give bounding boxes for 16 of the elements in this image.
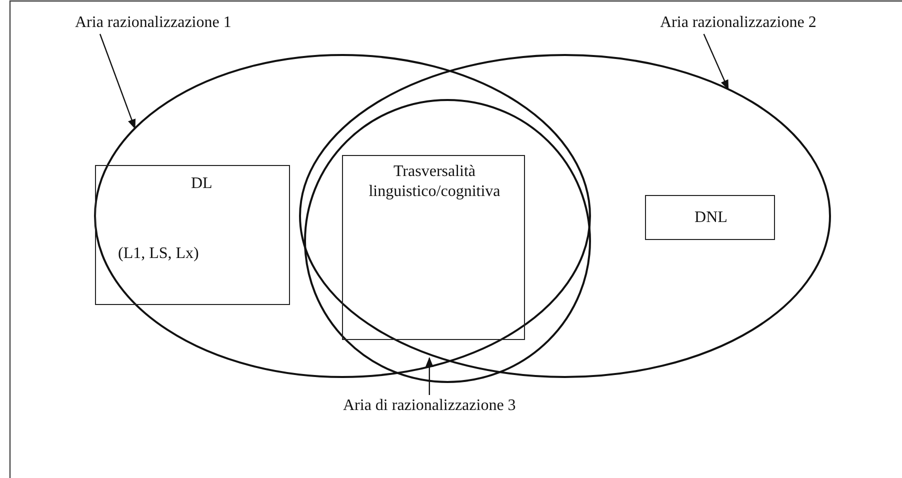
ellipse-outline — [95, 55, 590, 377]
text-box — [342, 155, 525, 340]
ellipse-outline — [300, 55, 830, 377]
text-box — [95, 165, 290, 305]
area-label: Aria di razionalizzazione 3 — [343, 397, 516, 415]
arrow — [703, 34, 729, 90]
area-label: Aria razionalizzazione 2 — [660, 14, 816, 32]
ellipse-outline — [305, 100, 590, 382]
box-text: Trasversalità linguistico/cognitiva — [368, 162, 502, 202]
text-box — [645, 195, 775, 240]
arrow — [425, 357, 434, 395]
arrow — [99, 34, 136, 130]
box-text: DNL — [694, 208, 728, 228]
area-label: Aria razionalizzazione 1 — [75, 14, 232, 32]
box-text: (L1, LS, Lx) — [118, 244, 200, 264]
box-text: DL — [191, 174, 214, 194]
